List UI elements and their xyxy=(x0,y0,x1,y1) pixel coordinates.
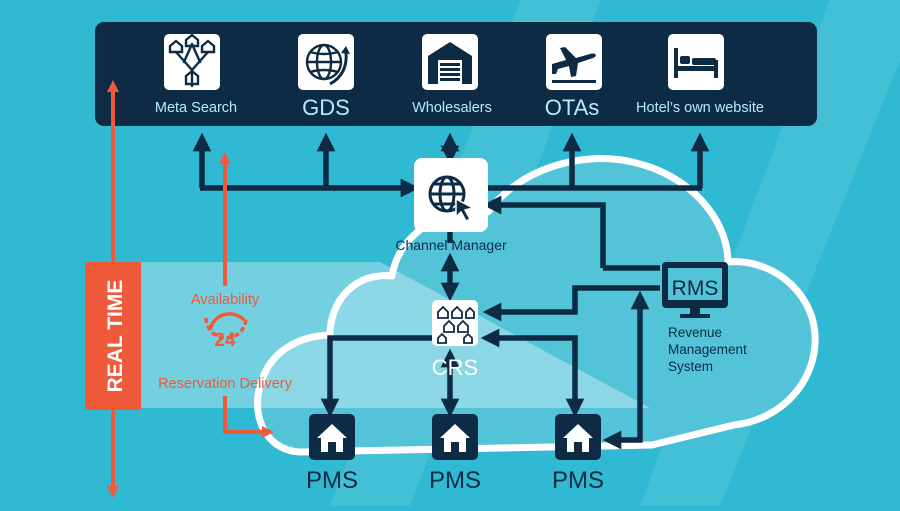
hotel-bed-icon xyxy=(674,48,718,78)
pms-node-2[interactable] xyxy=(432,414,478,460)
channel-manager-label: Channel Manager xyxy=(395,237,507,253)
availability-arrow xyxy=(219,152,274,438)
reservation-delivery-label: Reservation Delivery xyxy=(158,376,293,392)
pms-node-3[interactable] xyxy=(555,414,601,460)
house-icon xyxy=(563,424,593,452)
pms-node-1[interactable] xyxy=(309,414,355,460)
crs-node[interactable] xyxy=(432,300,478,346)
channel-label-gds: GDS xyxy=(302,95,350,120)
real-time-label: REAL TIME xyxy=(104,280,127,393)
clock-24-icon xyxy=(204,312,248,340)
channel-meta-search[interactable] xyxy=(164,33,220,90)
rms-label-line-1: Revenue xyxy=(668,325,722,340)
warehouse-icon xyxy=(428,42,472,84)
connector-arrows xyxy=(192,132,710,450)
pms-label-1: PMS xyxy=(306,467,358,494)
channel-label-wholesalers: Wholesalers xyxy=(412,100,492,116)
cloud xyxy=(254,155,819,456)
pms-label-3: PMS xyxy=(552,467,604,494)
rms-label-line-3: System xyxy=(668,359,713,374)
real-time-bar xyxy=(85,262,141,410)
rms-label-line-2: Management xyxy=(668,342,747,357)
channel-wholesalers[interactable] xyxy=(422,34,478,90)
globe-cursor-icon xyxy=(428,175,476,222)
airplane-icon xyxy=(552,47,596,83)
channel-otas[interactable] xyxy=(546,34,602,90)
channel-label-hotel-website: Hotel’s own website xyxy=(636,100,764,116)
channel-label-meta-search: Meta Search xyxy=(155,100,237,116)
globe-plane-icon xyxy=(305,43,350,86)
meta-search-icon xyxy=(168,33,216,88)
availability-label: Availability xyxy=(191,292,260,308)
crs-label: CRS xyxy=(432,355,478,380)
rms-screen-text: RMS xyxy=(672,277,719,300)
channel-gds[interactable] xyxy=(298,34,354,90)
house-icon xyxy=(317,424,347,452)
rms-monitor[interactable] xyxy=(662,262,728,318)
channel-hotel-website[interactable] xyxy=(668,34,724,90)
house-icon xyxy=(440,424,470,452)
channel-manager[interactable] xyxy=(414,158,488,232)
channel-label-otas: OTAs xyxy=(545,95,600,120)
clock-24-text: 24 xyxy=(214,330,236,351)
houses-network-icon xyxy=(437,305,475,344)
pms-label-2: PMS xyxy=(429,467,481,494)
